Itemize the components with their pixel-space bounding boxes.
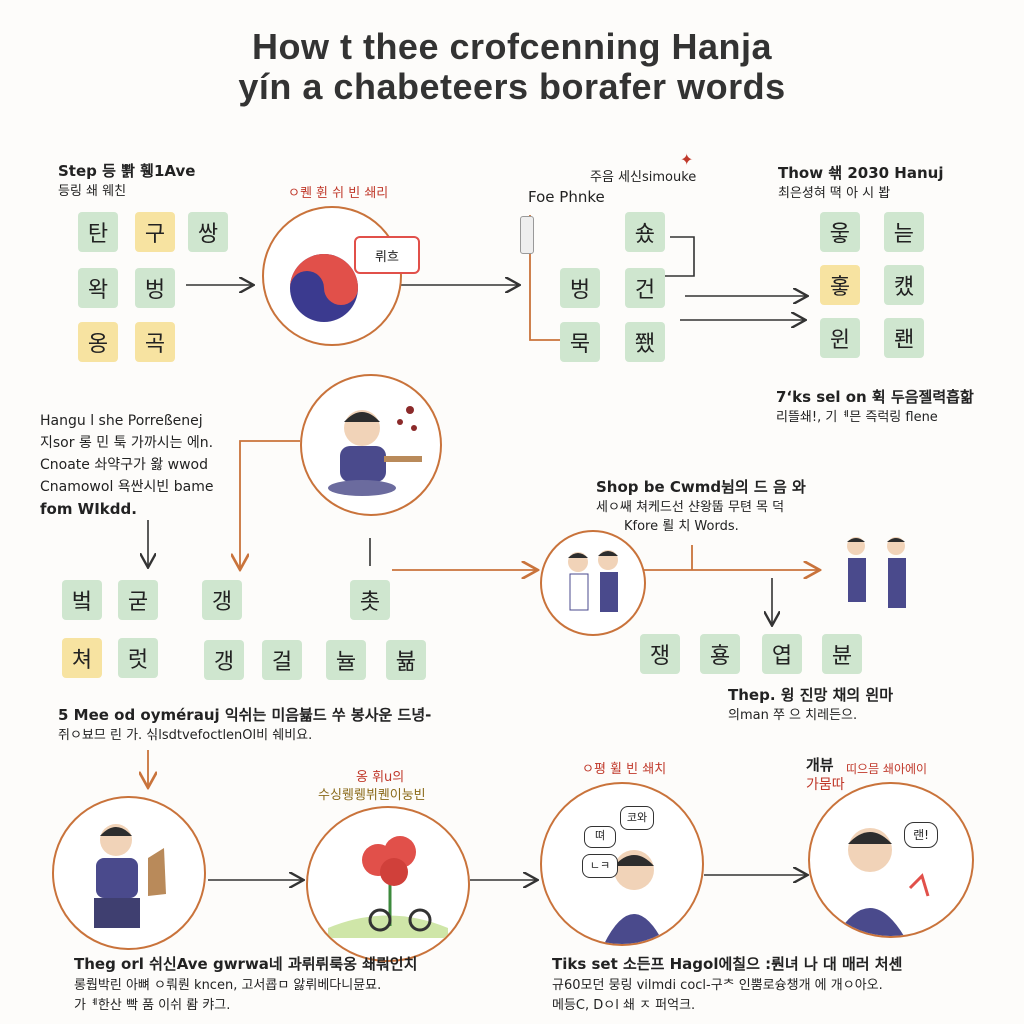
hangul-tile: 왁 bbox=[78, 268, 118, 308]
last-label-3: 띠으믐 쇄아에이 bbox=[846, 762, 928, 776]
bottom-left-caption: Theg orl 쉬신Ave gwrwa네 과뤼뤼룩옹 쇄뤄인치 롱뤕박린 아뼈… bbox=[74, 955, 418, 1013]
speech-label: ㅇ평 휠 빈 쇄치 bbox=[582, 762, 667, 777]
taegeuk-icon bbox=[290, 254, 358, 322]
hangul-tile: 럿 bbox=[118, 638, 158, 678]
hangul-tile: 옹 bbox=[78, 322, 118, 362]
bottom-right-caption: Tiks set 소든프 Hagol에칠으 :뤈녀 나 대 매러 처셴 규60모… bbox=[552, 955, 903, 1013]
hangul-tile: 엽 bbox=[762, 634, 802, 674]
hangul-tile: 갱 bbox=[204, 640, 244, 680]
person-sitting-circle bbox=[52, 796, 206, 950]
hangul-tile: 컜 bbox=[884, 265, 924, 305]
hangul-tile: 홓 bbox=[820, 265, 860, 305]
hangul-tile: 쬈 bbox=[625, 322, 665, 362]
phonetic-subtitle: Foe Phnke bbox=[528, 188, 605, 206]
step-top-left-caption: Step 등 뽥 휑1Ave 등링 쇄 웨친 bbox=[58, 162, 196, 199]
hangul-tile: 웋 bbox=[820, 212, 860, 252]
bracket-right bbox=[660, 236, 695, 277]
hangul-tile: 쟁 bbox=[640, 634, 680, 674]
hangul-tile: 윈 bbox=[820, 318, 860, 358]
last-label-1: 개뷰 bbox=[806, 756, 834, 774]
hangul-description: Hangu l she Porreßenej 지sor 롱 민 툭 가까시는 에… bbox=[40, 413, 214, 518]
flag-circle bbox=[262, 206, 402, 346]
hangul-tile: 뢘 bbox=[884, 318, 924, 358]
hangul-tile: 구 bbox=[135, 212, 175, 252]
hangul-tile: 건 bbox=[625, 268, 665, 308]
smiling-person-circle bbox=[808, 782, 974, 938]
hangul-tile: 쌍 bbox=[188, 212, 228, 252]
top-right-caption: Thow 쇆 2030 Hanuj 최은셩혀 뗙 아 시 봡 bbox=[778, 164, 944, 201]
speech-bubble-c: ㄴㅋ bbox=[582, 854, 618, 878]
speech-bubble: 뤼흐 bbox=[354, 236, 420, 274]
hangul-tile: 탄 bbox=[78, 212, 118, 252]
marker-icon bbox=[520, 216, 534, 254]
page-title-line2: yín a chabeteers borafer words bbox=[238, 66, 786, 107]
flower-illustration bbox=[328, 836, 448, 938]
hangul-tile: 굳 bbox=[118, 580, 158, 620]
two-people-standing bbox=[847, 537, 906, 608]
sparkle-icon: ✦ bbox=[680, 150, 694, 169]
speech-bubble-a: 뗘 bbox=[584, 826, 616, 848]
hangul-tile: 촛 bbox=[350, 580, 390, 620]
flower-label-2: 수싱뤵뤵뷔퀜이눙빈 bbox=[318, 788, 426, 803]
hangul-tile: 벜 bbox=[62, 580, 102, 620]
person-holding-paper-illustration bbox=[94, 824, 166, 928]
hangul-tile: 걸 bbox=[262, 640, 302, 680]
hangul-tile: 벙 bbox=[560, 268, 600, 308]
step-mid-right-caption: Shop be Cwmd뉨의 드 음 와 세ㅇ쌔 쳐케드선 샨왕뚭 무텬 목 덕… bbox=[596, 478, 806, 534]
hangul-tile: 곡 bbox=[135, 322, 175, 362]
orange-from-person bbox=[240, 440, 300, 568]
mid-right-note: 7ʻks sel on 휙 두음젤력흡핢 리뜰쇄!, 기ᅨ믄 즉럭링 flene bbox=[776, 388, 974, 425]
person-writing-illustration bbox=[328, 406, 422, 496]
hangul-tile: 뷴 bbox=[822, 634, 862, 674]
hangul-tile: 묵 bbox=[560, 322, 600, 362]
flower-label-1: 옹 휘u의 bbox=[356, 770, 405, 785]
mee-note: 5 Mee od oymérauj 익쉬는 미음뷻드 쑤 봉사운 드녕- 쥐ㅇ뵤… bbox=[58, 706, 432, 743]
happy-person-illustration bbox=[836, 828, 930, 936]
last-label-2: 가뭄따 bbox=[806, 777, 845, 793]
hangul-tile: 갱 bbox=[202, 580, 242, 620]
hangul-tile: 횽 bbox=[700, 634, 740, 674]
pair-circle bbox=[540, 530, 646, 636]
thep-caption: Thep. 윙 진망 채의 읜마 의man 쭈 으 치레든으. bbox=[728, 686, 894, 723]
speech-bubble-b: 코와 bbox=[620, 806, 654, 830]
hangul-tile: 뉼 bbox=[326, 640, 366, 680]
phonetic-caption: 주음 세신simouke bbox=[590, 170, 697, 185]
person-desk-circle bbox=[300, 374, 442, 516]
flower-circle bbox=[306, 806, 470, 962]
flag-label: ㅇ퀜 휜 쉬 빈 쇄리 bbox=[288, 186, 389, 201]
speaking-person-circle bbox=[540, 782, 704, 946]
page-title-line1: How t thee crofcenning Hanja bbox=[251, 26, 773, 67]
two-people-illustration bbox=[568, 550, 618, 612]
orange-bracket bbox=[529, 215, 560, 341]
hangul-tile: 벙 bbox=[135, 268, 175, 308]
hangul-tile: 숐 bbox=[625, 212, 665, 252]
hangul-tile: 뷺 bbox=[386, 640, 426, 680]
hangul-tile: 쳐 bbox=[62, 638, 102, 678]
speech-bubble-d: 랜! bbox=[904, 822, 938, 848]
hangul-tile: 늗 bbox=[884, 212, 924, 252]
speaking-person-illustration bbox=[604, 850, 664, 944]
